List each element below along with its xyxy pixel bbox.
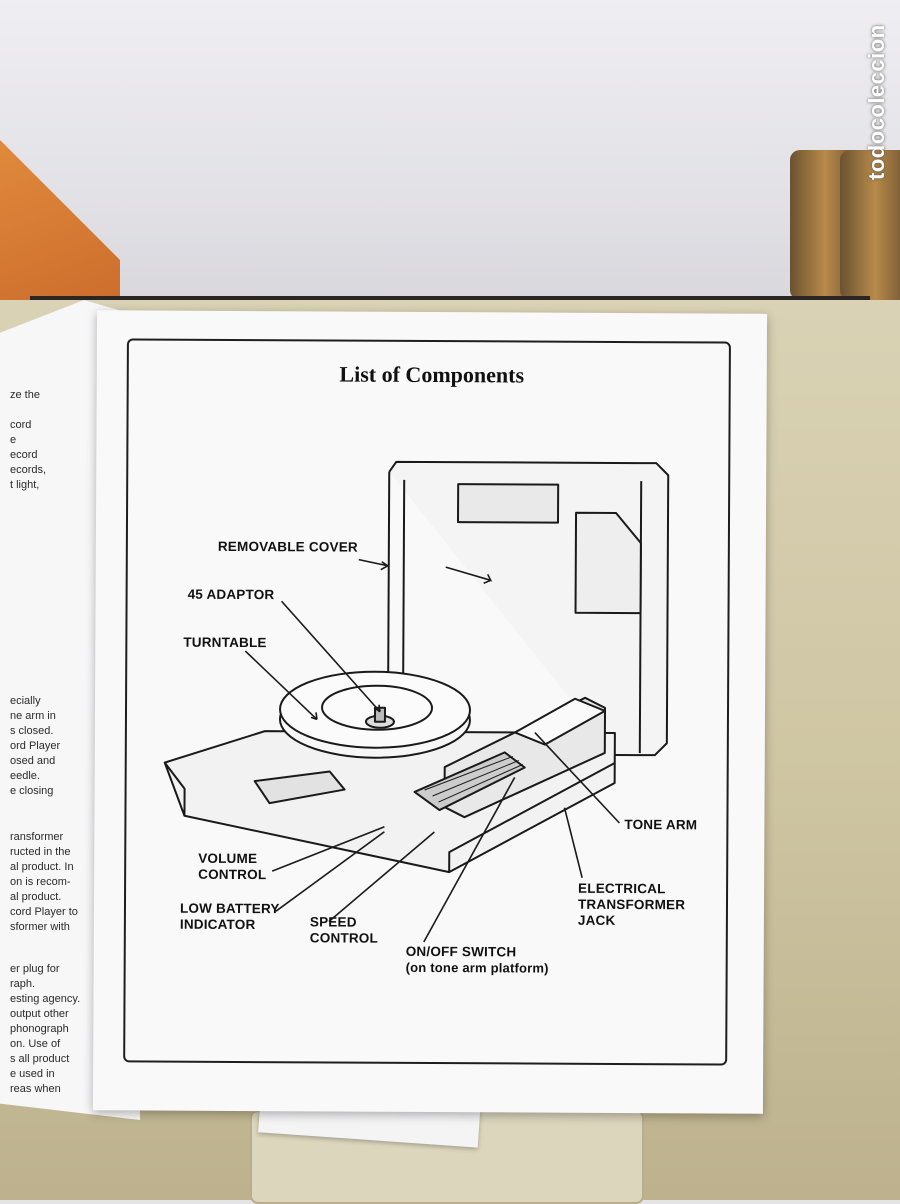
label-onoff-line2: (on tone arm platform) — [405, 959, 549, 976]
label-transformer-line1: ELECTRICAL — [578, 880, 666, 897]
label-low-battery: LOW BATTERY INDICATOR — [180, 901, 280, 934]
left-text-2: ecially ne arm in s closed. ord Player o… — [10, 695, 61, 797]
label-45-adaptor: 45 ADAPTOR — [187, 586, 275, 603]
label-volume-line2: CONTROL — [198, 866, 267, 883]
background-wall — [0, 0, 900, 330]
label-removable-cover: REMOVABLE COVER — [217, 538, 358, 555]
label-low-battery-line2: INDICATOR — [179, 916, 256, 933]
watermark: todocoleccion — [864, 24, 889, 180]
label-volume-line1: VOLUME — [198, 850, 258, 867]
jar-right — [840, 150, 900, 300]
left-text-1: ze the cord e ecord ecords, t light, — [10, 389, 47, 491]
label-transformer-jack: ELECTRICAL TRANSFORMER JACK — [578, 881, 685, 930]
left-text-4: er plug for raph. esting agency. output … — [10, 963, 81, 1095]
label-volume-control: VOLUME CONTROL — [198, 851, 266, 883]
label-speed-line2: CONTROL — [309, 930, 379, 946]
label-low-battery-line1: LOW BATTERY — [179, 900, 280, 917]
left-text-3: ransformer ructed in the al product. In … — [10, 831, 78, 933]
record-player-illustration — [163, 460, 670, 943]
label-tone-arm: TONE ARM — [624, 817, 698, 833]
label-speed-line1: SPEED — [309, 914, 357, 930]
label-transformer-line2: TRANSFORMER — [577, 896, 686, 913]
label-onoff-switch: ON/OFF SWITCH (on tone arm platform) — [406, 944, 549, 977]
label-onoff-line1: ON/OFF SWITCH — [405, 943, 517, 960]
label-turntable: TURNTABLE — [183, 634, 267, 651]
manual-page: List of Components — [92, 310, 768, 1114]
label-transformer-line3: JACK — [577, 912, 616, 928]
label-speed-control: SPEED CONTROL — [310, 914, 378, 946]
